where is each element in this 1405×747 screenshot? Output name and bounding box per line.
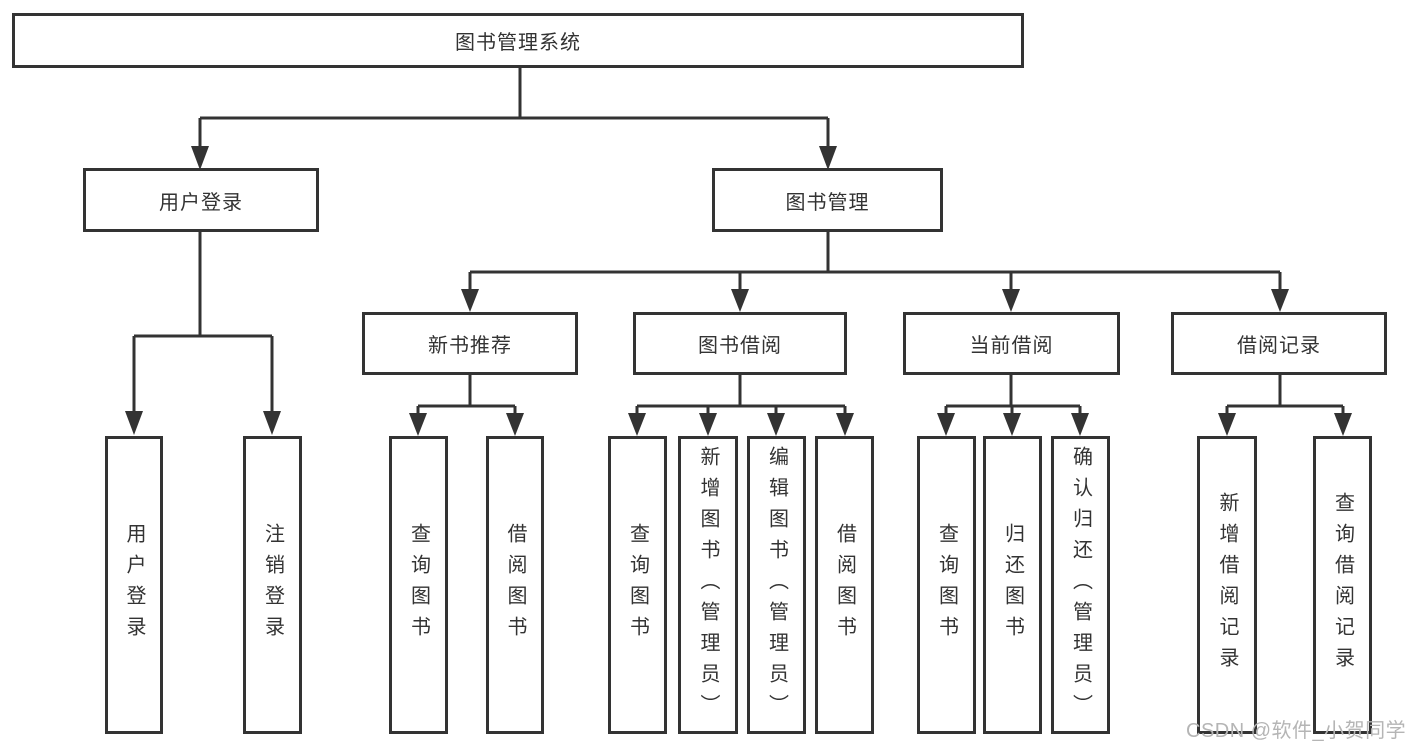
node-label: 新书推荐 xyxy=(428,335,512,357)
node-label: 编辑图书（管理员） xyxy=(765,445,788,725)
arrow-down-icon xyxy=(1271,289,1289,312)
arrow-down-icon xyxy=(461,289,479,312)
arrow-down-icon xyxy=(937,413,955,436)
node-label: 借阅记录 xyxy=(1237,335,1321,357)
leaf-user-login: 用户登录 xyxy=(105,436,163,734)
leaf-br-query-record: 查询借阅记录 xyxy=(1313,436,1372,734)
arrow-down-icon xyxy=(409,413,427,436)
node-label: 图书管理系统 xyxy=(455,32,581,54)
node-book-borrow: 图书借阅 xyxy=(633,312,847,375)
arrow-down-icon xyxy=(1002,289,1020,312)
node-label: 借阅图书 xyxy=(833,523,856,647)
leaf-br-add-record: 新增借阅记录 xyxy=(1197,436,1257,734)
node-label: 查询图书 xyxy=(935,523,958,647)
node-user-login: 用户登录 xyxy=(83,168,319,232)
leaf-bb-add-book-admin: 新增图书（管理员） xyxy=(678,436,738,734)
arrow-down-icon xyxy=(1071,413,1089,436)
node-label: 用户登录 xyxy=(159,191,243,214)
leaf-cb-return-book: 归还图书 xyxy=(983,436,1042,734)
node-label: 归还图书 xyxy=(1001,523,1024,647)
leaf-bb-edit-book-admin: 编辑图书（管理员） xyxy=(747,436,806,734)
arrow-down-icon xyxy=(263,411,281,435)
node-label: 图书借阅 xyxy=(698,335,782,357)
node-book-management: 图书管理 xyxy=(712,168,943,232)
node-label: 用户登录 xyxy=(123,523,145,647)
arrow-down-icon xyxy=(767,413,785,436)
node-label: 查询图书 xyxy=(407,523,430,647)
leaf-bb-query-book: 查询图书 xyxy=(608,436,667,734)
arrow-down-icon xyxy=(819,146,837,170)
node-borrow-record: 借阅记录 xyxy=(1171,312,1387,375)
arrow-down-icon xyxy=(1003,413,1021,436)
node-label: 确认归还（管理员） xyxy=(1069,445,1092,725)
leaf-nbr-borrow-book: 借阅图书 xyxy=(486,436,544,734)
csdn-watermark: CSDN @软件_小贺同学 xyxy=(1186,720,1405,742)
leaf-cb-query-book: 查询图书 xyxy=(917,436,976,734)
node-label: 图书管理 xyxy=(785,191,870,214)
arrow-down-icon xyxy=(125,411,143,435)
arrow-down-icon xyxy=(628,413,646,436)
arrow-down-icon xyxy=(699,413,717,436)
arrow-down-icon xyxy=(1218,413,1236,436)
arrowheads xyxy=(125,146,1352,436)
arrow-down-icon xyxy=(1334,413,1352,436)
node-label: 查询借阅记录 xyxy=(1331,492,1354,678)
arrow-down-icon xyxy=(836,413,854,436)
node-new-book-recommend: 新书推荐 xyxy=(362,312,578,375)
leaf-logout: 注销登录 xyxy=(243,436,302,734)
node-label: 注销登录 xyxy=(261,523,284,647)
node-current-borrow: 当前借阅 xyxy=(903,312,1120,375)
arrow-down-icon xyxy=(506,413,524,436)
node-label: 新增图书（管理员） xyxy=(697,445,719,725)
leaf-nbr-query-book: 查询图书 xyxy=(389,436,448,734)
node-root-library-system: 图书管理系统 xyxy=(12,13,1024,68)
arrow-down-icon xyxy=(191,146,209,170)
arrow-down-icon xyxy=(731,289,749,312)
node-label: 新增借阅记录 xyxy=(1216,492,1238,678)
node-label: 查询图书 xyxy=(626,523,649,647)
node-label: 当前借阅 xyxy=(969,335,1054,357)
leaf-cb-confirm-return-admin: 确认归还（管理员） xyxy=(1051,436,1110,734)
node-label: 借阅图书 xyxy=(504,523,526,647)
leaf-bb-borrow-book: 借阅图书 xyxy=(815,436,874,734)
